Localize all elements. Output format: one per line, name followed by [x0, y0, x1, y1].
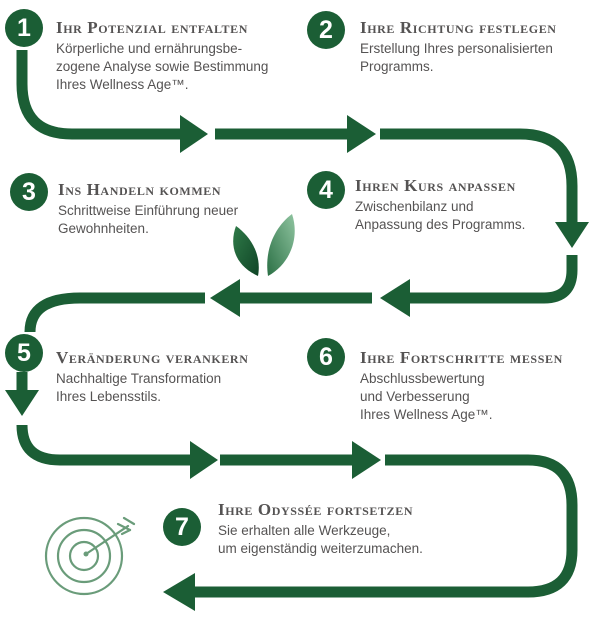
step-3: Ins Handeln kommen Schrittweise Einführu…: [58, 180, 238, 238]
path-segment-10: [195, 454, 578, 598]
step-title: Ihre Richtung festlegen: [360, 18, 557, 37]
target-with-arrow-icon: [44, 516, 136, 596]
arrow-right-2: [347, 115, 376, 153]
path-segment-1: [16, 50, 185, 140]
step-title: Ihre Odyssée fortsetzen: [218, 500, 414, 519]
step-description: Sie erhalten alle Werkzeuge, um eigenstä…: [218, 523, 423, 556]
step-title: Ihre Fortschritte messen: [360, 348, 563, 367]
step-6: Ihre Fortschritte messen Abschlussbewert…: [360, 348, 563, 424]
step-title: Ins Handeln kommen: [58, 180, 222, 199]
arrow-right-3: [190, 441, 218, 479]
leaves-icon: [233, 214, 295, 276]
step-5: Veränderung verankern Nachhaltige Transf…: [56, 348, 248, 406]
step-4: Ihren Kurs anpassen Zwischenbilanz und A…: [355, 176, 525, 234]
arrow-left-2: [210, 279, 240, 317]
step-badge-6: 6: [307, 338, 345, 376]
arrow-right-4: [352, 441, 381, 479]
arrow-down-2: [5, 390, 39, 416]
path-segment-4: [405, 255, 578, 304]
step-title: Ihren Kurs anpassen: [355, 176, 516, 195]
step-badge-3: 3: [10, 173, 48, 211]
arrow-left-1: [380, 279, 410, 317]
step-description: Nachhaltige Transformation Ihres Lebenss…: [56, 371, 222, 404]
step-badge-7: 7: [163, 508, 201, 546]
arrow-down-1: [555, 222, 589, 248]
step-description: Abschlussbewertung und Verbesserung Ihre…: [360, 371, 493, 422]
step-title: Veränderung verankern: [56, 348, 249, 367]
step-badge-1: 1: [5, 9, 43, 47]
step-7: Ihre Odyssée fortsetzen Sie erhalten all…: [218, 500, 423, 558]
step-1: Ihr Potenzial entfalten Körperliche und …: [56, 18, 268, 94]
arrow-left-3: [163, 573, 195, 611]
step-description: Schrittweise Einführung neuer Gewohnheit…: [58, 203, 239, 236]
step-badge-4: 4: [307, 171, 345, 209]
step-description: Zwischenbilanz und Anpassung des Program…: [355, 199, 526, 232]
step-badge-5: 5: [5, 334, 43, 372]
step-title: Ihr Potenzial entfalten: [56, 18, 249, 37]
path-segment-3: [380, 128, 578, 222]
step-badge-2: 2: [307, 11, 345, 49]
arrow-right-1: [180, 115, 208, 153]
step-2: Ihre Richtung festlegen Erstellung Ihres…: [360, 18, 557, 76]
path-segment-6: [24, 292, 205, 333]
step-description: Erstellung Ihres personalisierten Progra…: [360, 41, 553, 74]
path-segment-8: [16, 424, 190, 466]
step-description: Körperliche und ernährungsbe- zogene Ana…: [56, 41, 269, 92]
